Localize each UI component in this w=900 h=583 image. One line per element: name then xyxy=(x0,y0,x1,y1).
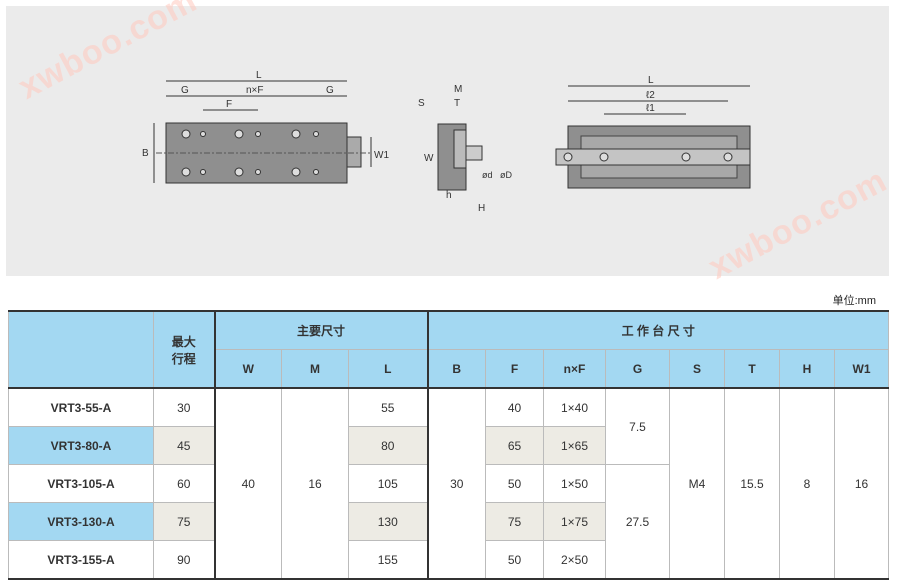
g-cell: 7.5 xyxy=(605,387,670,465)
w1-cell: 16 xyxy=(834,387,889,580)
stroke-cell: 60 xyxy=(153,464,216,503)
f-cell: 40 xyxy=(485,387,544,427)
t-cell: 15.5 xyxy=(724,387,780,580)
col-H: H xyxy=(779,349,835,389)
stroke-cell: 30 xyxy=(153,387,216,427)
f-cell: 50 xyxy=(485,540,544,580)
l-cell: 155 xyxy=(348,540,429,580)
s-cell: M4 xyxy=(669,387,725,580)
dim-L: L xyxy=(256,70,262,81)
l-cell: 130 xyxy=(348,502,429,541)
model-cell: VRT3-155-A xyxy=(8,540,154,580)
dim-M: M xyxy=(454,84,462,95)
col-W: W xyxy=(214,349,282,389)
dim-B: B xyxy=(142,148,149,159)
dim-F: F xyxy=(226,99,232,110)
model-header xyxy=(8,310,154,389)
spec-table: 最大 行程 主要尺寸 工 作 台 尺 寸 W M L B F n×F G S T… xyxy=(8,310,889,580)
col-W1: W1 xyxy=(834,349,889,389)
dim-W1: W1 xyxy=(374,150,389,161)
m-cell: 16 xyxy=(281,387,349,580)
col-S: S xyxy=(669,349,725,389)
col-nF: n×F xyxy=(543,349,606,389)
col-B: B xyxy=(427,349,486,389)
stroke-cell: 75 xyxy=(153,502,216,541)
dimension-drawing: L G n×F G F B W1 M T S W h H ød øD L ℓ2 … xyxy=(6,6,889,276)
f-cell: 65 xyxy=(485,426,544,465)
stroke-header: 最大 行程 xyxy=(153,310,216,389)
stroke-cell: 90 xyxy=(153,540,216,580)
w-cell: 40 xyxy=(214,387,282,580)
dim-G-right: G xyxy=(326,85,334,96)
col-L: L xyxy=(348,349,429,389)
side-view: M T S W h H ød øD xyxy=(418,84,512,214)
table-row: VRT3-55-A 30 40 16 55 30 40 1×40 7.5 M4 … xyxy=(8,387,889,580)
dim-d: ød xyxy=(482,170,493,180)
col-G: G xyxy=(605,349,670,389)
dim-L2: L xyxy=(648,75,654,86)
l-cell: 55 xyxy=(348,387,429,427)
f-cell: 75 xyxy=(485,502,544,541)
b-cell: 30 xyxy=(427,387,486,580)
dim-h: h xyxy=(446,190,452,201)
unit-label: 单位:mm xyxy=(832,295,876,307)
table-row: VRT3-155-A 90 155 50 2×50 xyxy=(8,540,889,580)
table-row: VRT3-80-A 45 80 65 1×65 xyxy=(8,426,889,465)
dim-D: øD xyxy=(500,170,512,180)
dim-l2: ℓ2 xyxy=(646,90,655,101)
dim-l1: ℓ1 xyxy=(646,103,655,114)
nf-cell: 2×50 xyxy=(543,540,606,580)
table-dims-header: 工 作 台 尺 寸 xyxy=(427,310,889,350)
col-M: M xyxy=(281,349,349,389)
nf-cell: 1×50 xyxy=(543,464,606,503)
dim-T: T xyxy=(454,98,460,109)
model-cell: VRT3-130-A xyxy=(8,502,154,541)
l-cell: 80 xyxy=(348,426,429,465)
bottom-view: L ℓ2 ℓ1 xyxy=(555,75,751,189)
top-view: L G n×F G F B W1 xyxy=(142,70,389,184)
nf-cell: 1×75 xyxy=(543,502,606,541)
model-cell: VRT3-105-A xyxy=(8,464,154,503)
col-T: T xyxy=(724,349,780,389)
dim-W: W xyxy=(424,153,434,164)
h-cell: 8 xyxy=(779,387,835,580)
dim-G-left: G xyxy=(181,85,189,96)
dim-S: S xyxy=(418,98,425,109)
f-cell: 50 xyxy=(485,464,544,503)
stroke-cell: 45 xyxy=(153,426,216,465)
table-row: VRT3-130-A 75 130 75 1×75 xyxy=(8,502,889,541)
dim-H: H xyxy=(478,203,485,214)
dim-nF: n×F xyxy=(246,85,264,96)
main-dims-header: 主要尺寸 xyxy=(214,310,429,350)
l-cell: 105 xyxy=(348,464,429,503)
model-cell: VRT3-55-A xyxy=(8,387,154,427)
g-cell: 27.5 xyxy=(605,464,670,580)
col-F: F xyxy=(485,349,544,389)
nf-cell: 1×65 xyxy=(543,426,606,465)
nf-cell: 1×40 xyxy=(543,387,606,427)
model-cell: VRT3-80-A xyxy=(8,426,154,465)
